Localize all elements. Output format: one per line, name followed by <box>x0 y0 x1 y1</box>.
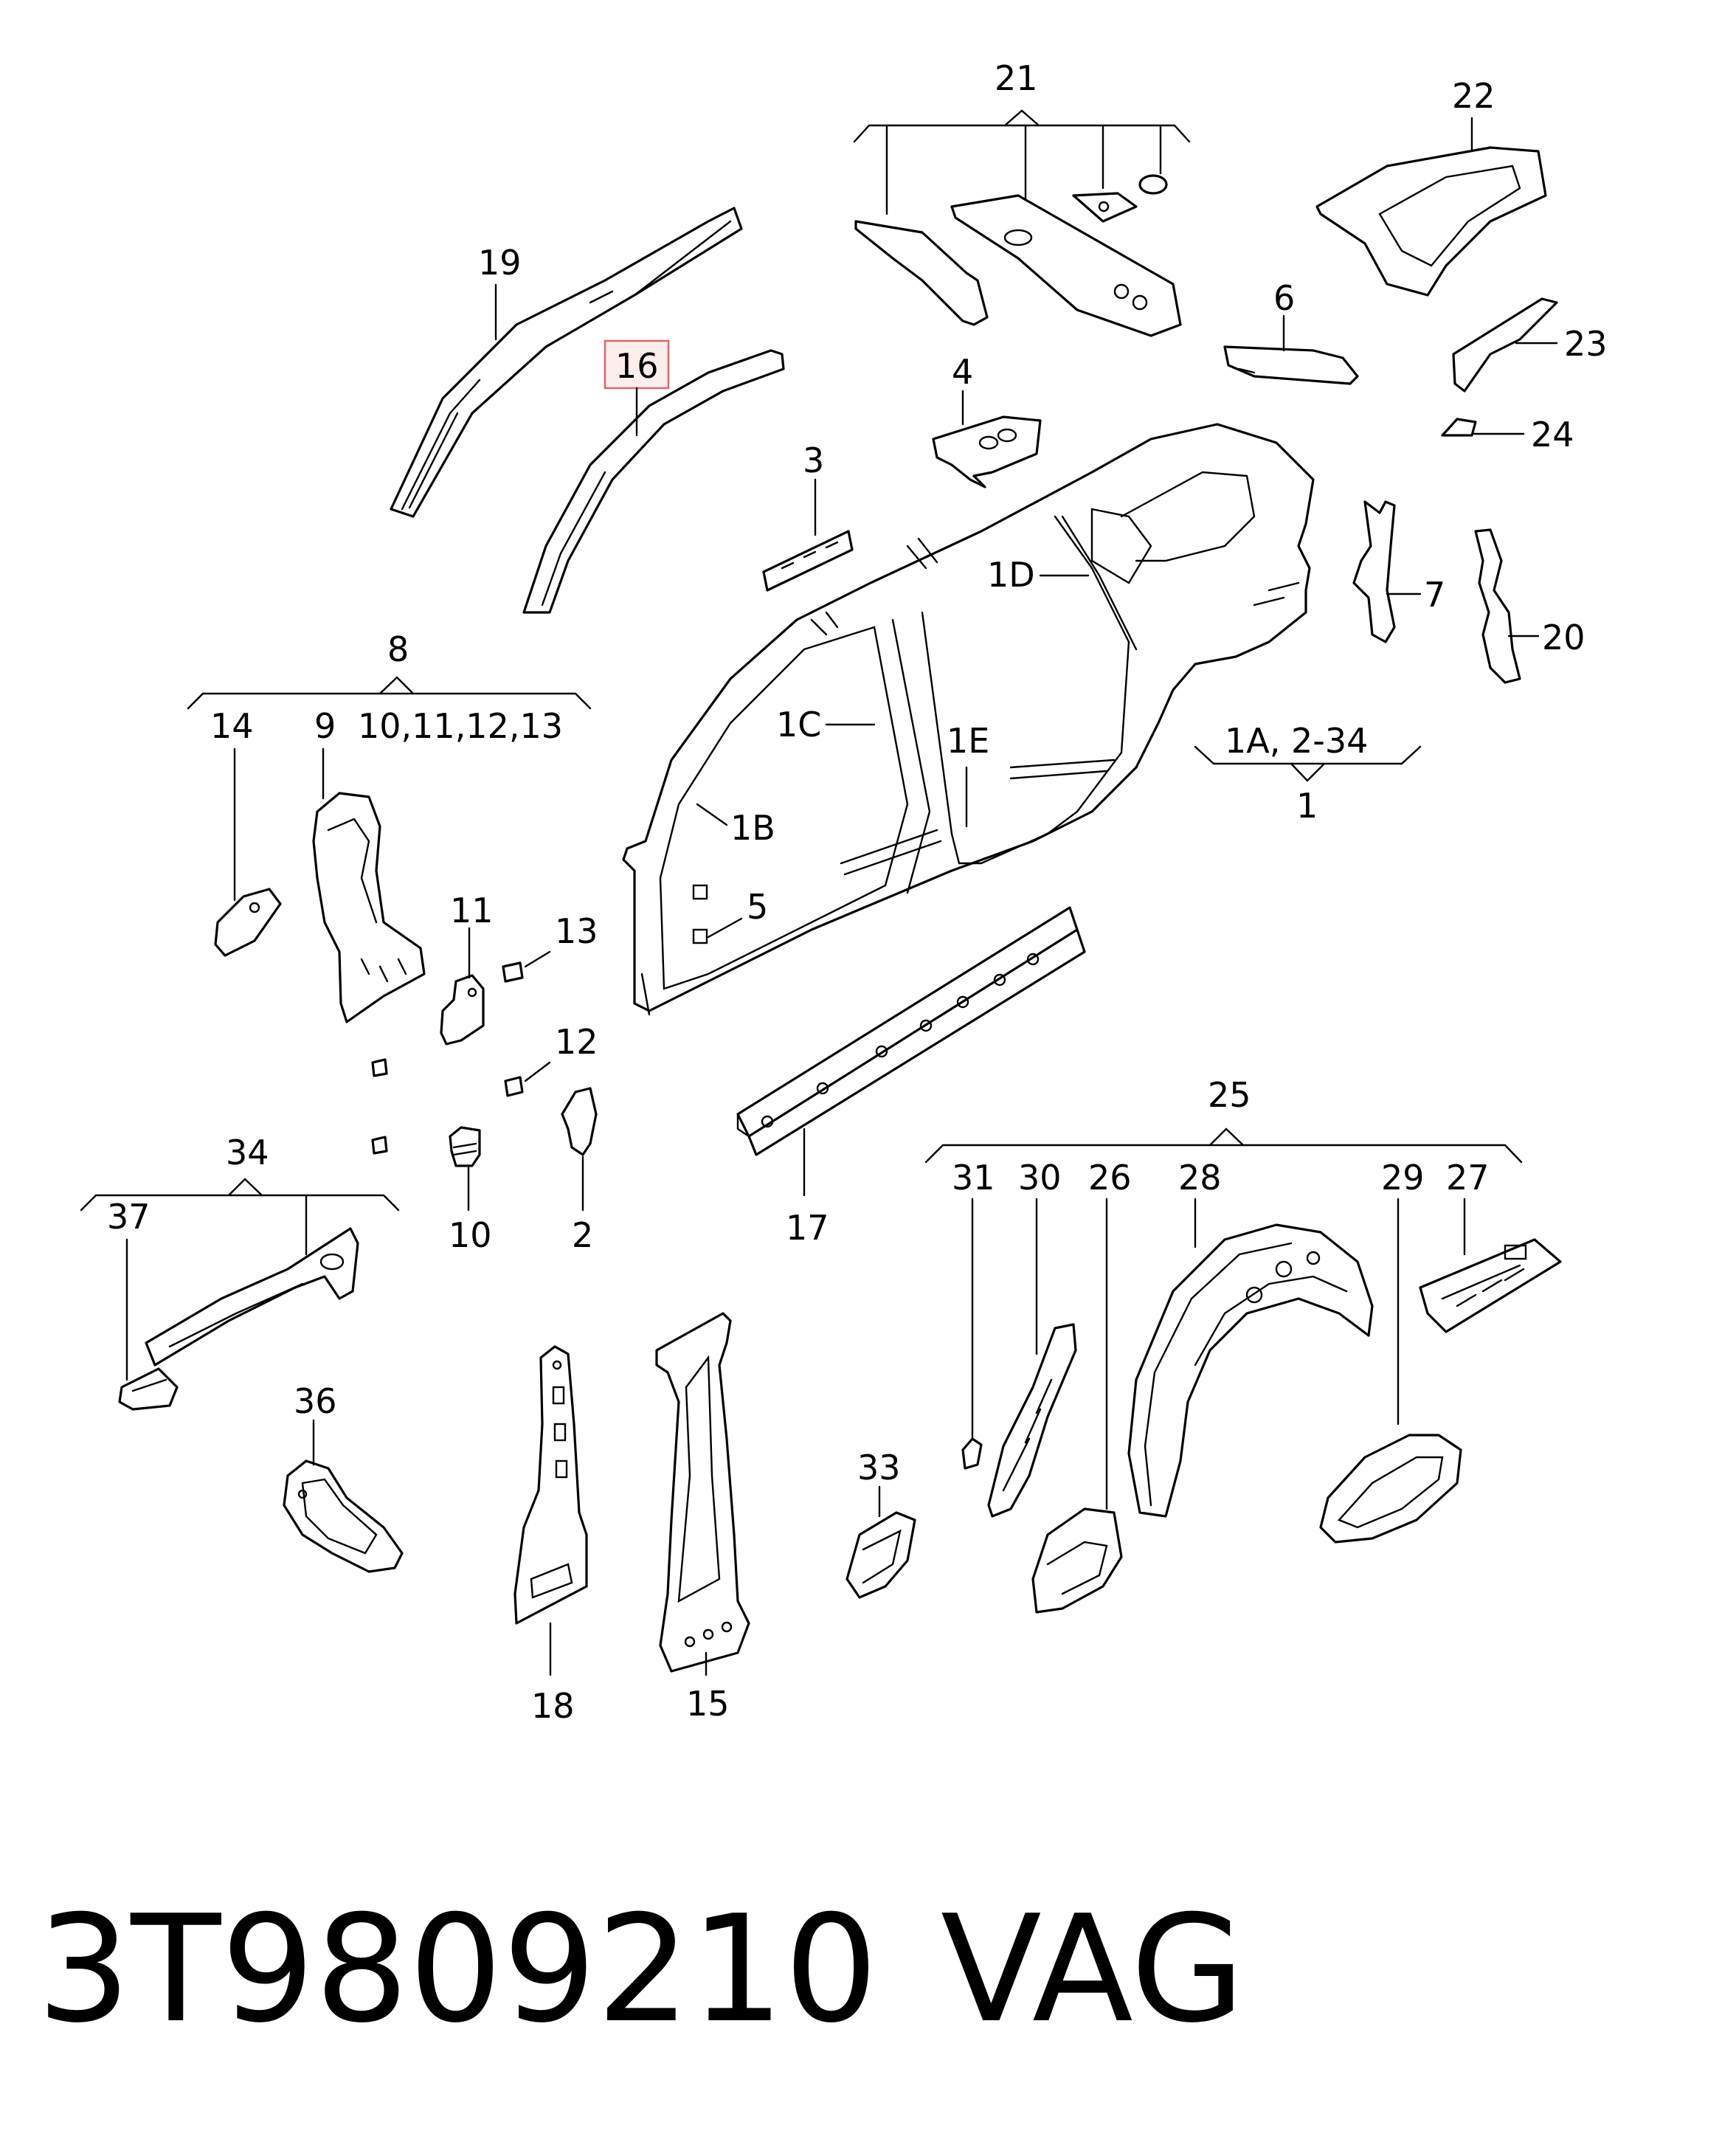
label-30: 30 <box>1018 1158 1062 1198</box>
part-11-clip <box>440 974 485 1046</box>
part-26-bracket <box>1031 1507 1123 1614</box>
label-4: 4 <box>952 352 973 392</box>
part-30-reinforcement <box>987 1323 1077 1518</box>
label-14: 14 <box>210 706 254 746</box>
label-1C: 1C <box>776 705 821 744</box>
label-20: 20 <box>1542 618 1585 657</box>
label-8: 8 <box>387 629 409 669</box>
label-5: 5 <box>747 887 768 927</box>
label-12: 12 <box>555 1022 598 1062</box>
label-10-11-12-13: 10,11,12,13 <box>358 706 563 746</box>
part-33-bracket <box>845 1511 916 1599</box>
brace-8-tip <box>378 676 415 695</box>
part-20-pillar-reinforcement <box>1474 528 1521 684</box>
part-34-sill-reinforcement <box>145 1227 359 1366</box>
part-14-bracket <box>214 888 282 957</box>
part-21-group <box>853 109 1191 337</box>
label-1B: 1B <box>730 808 775 848</box>
part-37-bracket <box>118 1367 179 1411</box>
part-29-wheelarch-trim <box>1319 1434 1462 1544</box>
small-pad-2 <box>371 1136 388 1155</box>
part-36-wheelhouse-plate <box>283 1459 404 1573</box>
label-19: 19 <box>478 243 522 283</box>
label-16: 16 <box>615 346 659 386</box>
part-31-clip <box>961 1437 983 1470</box>
label-6: 6 <box>1273 278 1295 318</box>
part-2-bracket <box>561 1087 598 1156</box>
part-18-b-pillar <box>513 1345 588 1625</box>
label-11: 11 <box>450 891 494 930</box>
part-9-a-pillar-inner <box>312 792 426 1023</box>
brace-25 <box>924 1144 1523 1164</box>
part-13-pad <box>502 961 524 983</box>
label-3: 3 <box>803 440 824 480</box>
label-27: 27 <box>1446 1158 1490 1198</box>
part-16-inner-roof-rail <box>522 349 785 614</box>
label-18: 18 <box>531 1686 575 1726</box>
label-15: 15 <box>686 1684 730 1724</box>
label-34: 34 <box>226 1133 269 1172</box>
brace-8 <box>187 692 592 710</box>
leader-12 <box>524 1061 551 1082</box>
label-24: 24 <box>1531 415 1574 455</box>
leader-13 <box>524 950 551 968</box>
part-19-roof-rail <box>390 207 743 518</box>
label-29: 29 <box>1381 1158 1425 1198</box>
label-37: 37 <box>107 1197 151 1237</box>
part-1-side-panel <box>622 423 1315 1016</box>
label-1D: 1D <box>987 555 1035 595</box>
label-25: 25 <box>1208 1075 1251 1115</box>
part-23-bracket <box>1452 297 1558 393</box>
part-4-bracket <box>932 415 1042 488</box>
label-33: 33 <box>857 1448 901 1488</box>
brace-25-tip <box>1208 1127 1245 1147</box>
part-15-b-pillar-reinforcement <box>655 1312 750 1673</box>
small-pad-1 <box>371 1058 388 1077</box>
label-23: 23 <box>1564 324 1608 364</box>
brand-name: VAG <box>941 1884 1245 2056</box>
part-10-clip <box>449 1126 481 1167</box>
part-22-quarter-inner <box>1315 146 1547 297</box>
label-7: 7 <box>1424 575 1445 615</box>
label-17: 17 <box>786 1208 829 1248</box>
label-10: 10 <box>449 1215 492 1255</box>
brace-1 <box>1194 745 1422 765</box>
brace-34-tip <box>227 1178 263 1197</box>
label-13: 13 <box>555 911 598 951</box>
part-27-bracket <box>1419 1238 1562 1333</box>
part-12-pad <box>504 1076 524 1097</box>
label-31: 31 <box>952 1158 995 1198</box>
label-9: 9 <box>314 706 336 746</box>
leader-1B <box>696 803 728 826</box>
label-1A-2-34: 1A, 2-34 <box>1225 721 1368 761</box>
label-1: 1 <box>1296 786 1318 826</box>
part-28-wheelhouse <box>1127 1223 1374 1518</box>
brace-34 <box>80 1194 400 1212</box>
label-21: 21 <box>995 58 1038 98</box>
label-26: 26 <box>1088 1158 1132 1198</box>
label-28: 28 <box>1178 1158 1222 1198</box>
part-17-sill <box>736 906 1086 1156</box>
label-1E: 1E <box>947 721 989 761</box>
label-22: 22 <box>1452 76 1495 116</box>
part-3-strip <box>762 530 854 592</box>
brace-1-tip <box>1290 762 1326 782</box>
part-24-clip <box>1441 418 1477 437</box>
part-number: 3T9809210 <box>37 1884 878 2056</box>
part-7-pillar-bracket <box>1352 500 1396 643</box>
label-36: 36 <box>294 1381 337 1421</box>
label-2: 2 <box>572 1215 593 1255</box>
part-6-reinforcement <box>1223 345 1359 385</box>
leader-5 <box>707 917 743 939</box>
